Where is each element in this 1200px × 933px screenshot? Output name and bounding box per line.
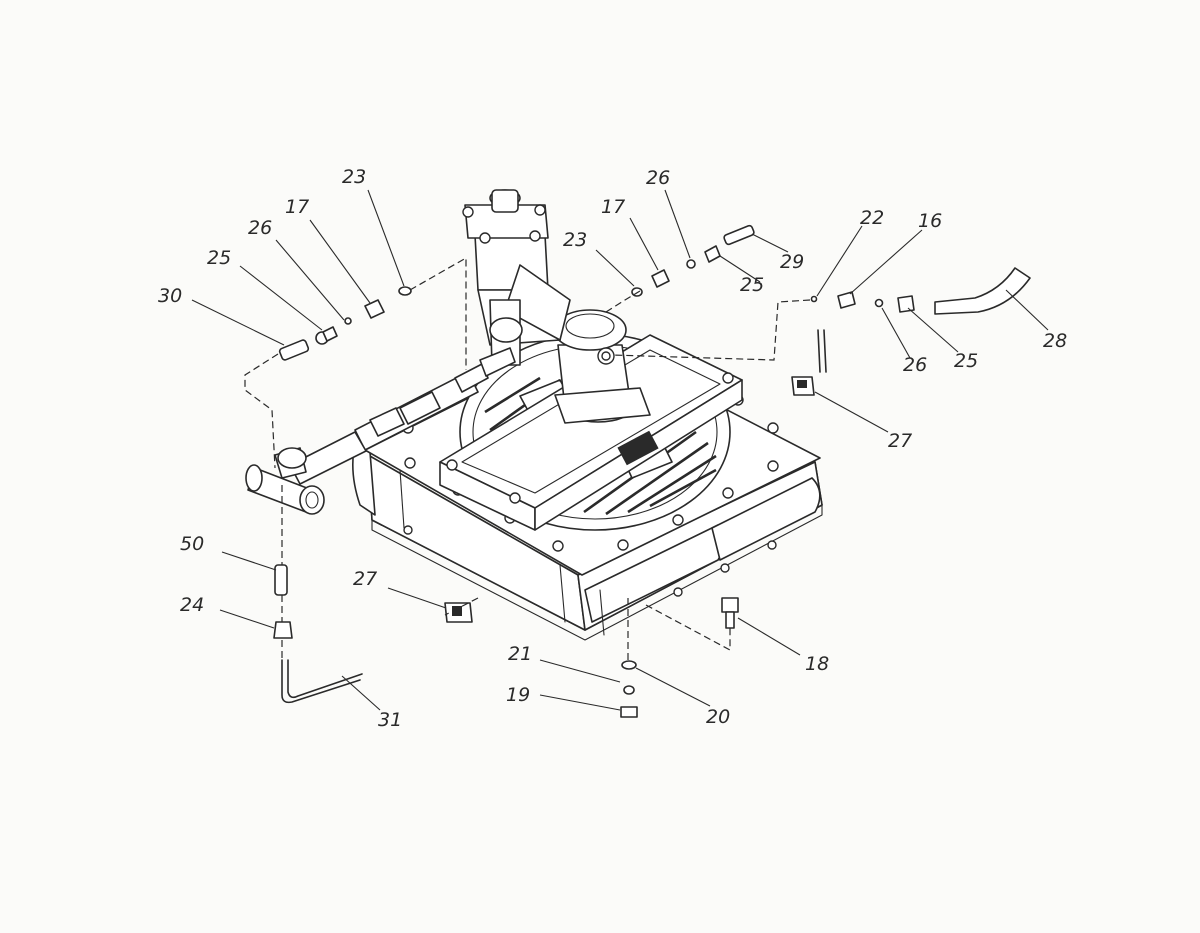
callout-25-middle: 25 [740,274,764,296]
callout-16: 16 [918,210,942,232]
callout-18: 18 [805,653,829,675]
callout-30: 30 [158,285,182,307]
callout-24: 24 [180,594,204,616]
tee-fitting [245,447,325,515]
callout-26-right: 26 [903,354,927,376]
callout-26-middle: 26 [646,167,670,189]
callout-50: 50 [180,533,204,555]
hydraulic-motor [553,309,651,424]
callout-17-middle: 17 [601,196,625,218]
callout-labels: 23 17 26 25 30 23 17 26 29 25 22 16 28 2… [158,166,1067,731]
hoses [289,347,516,485]
exploded-fittings [273,224,1031,718]
callout-31: 31 [378,709,402,731]
callout-19: 19 [506,684,530,706]
callout-22: 22 [860,207,884,229]
callout-21: 21 [508,643,532,665]
leader-lines [191,189,1049,711]
callout-23-middle: 23 [563,229,587,251]
callout-23-left: 23 [342,166,366,188]
callout-17-left: 17 [285,196,309,218]
pump-adapter [462,189,571,366]
callout-29: 29 [780,251,804,273]
callout-25-right: 25 [954,350,978,372]
callout-28: 28 [1043,330,1067,352]
routing-lines [244,256,811,660]
callout-25-left: 25 [207,247,231,269]
callout-20: 20 [706,706,730,728]
callout-27-right: 27 [888,430,912,452]
callout-27-left: 27 [353,568,377,590]
callout-26-left: 26 [248,217,272,239]
